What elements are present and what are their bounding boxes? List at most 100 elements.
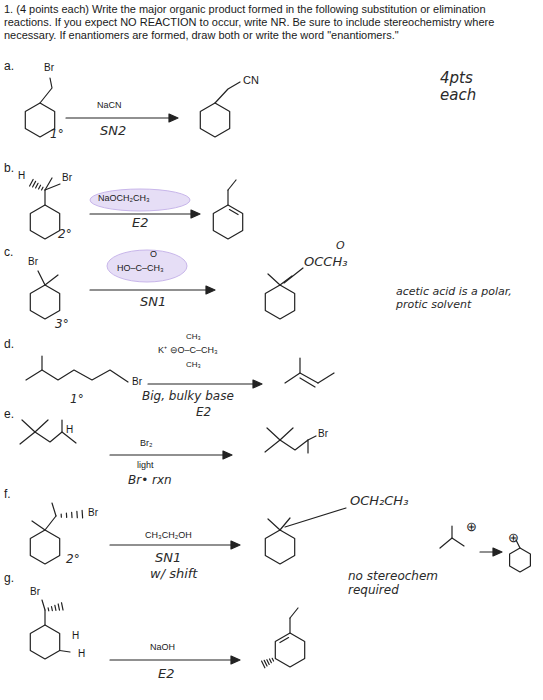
handwritten-note: 2° [58, 228, 72, 242]
ring-outline [265, 285, 294, 319]
question-text: 1. (4 points each) Write the major organ… [4, 3, 494, 41]
handwritten-note: OCH₂CH₃ [350, 494, 408, 509]
ring-outline [510, 548, 531, 572]
part-letter: a. [4, 60, 14, 74]
handwritten-note: E2 [158, 667, 175, 682]
ring-outline [275, 633, 304, 667]
bond-line [265, 440, 280, 452]
bond-line [267, 660, 269, 665]
bond-line [48, 608, 50, 611]
bond-line [62, 603, 64, 610]
handwritten-note: no stereochem required [348, 570, 458, 598]
bond-line [280, 638, 289, 643]
handwritten-note: SN2 [100, 124, 126, 139]
handwritten-note: 4pts each [440, 70, 510, 105]
bond-line [51, 606, 53, 610]
reagent-highlight [90, 189, 190, 282]
bond-line [440, 538, 464, 548]
question-heading: 1. (4 points each) Write the major organ… [4, 3, 536, 43]
bond-line [227, 190, 228, 205]
reagent-label: NaCN [97, 100, 122, 110]
bond-line [280, 440, 308, 453]
handwritten-note: 2° [66, 553, 80, 567]
atom-label: Br [88, 507, 98, 519]
atom-label: Br [132, 376, 142, 388]
reagent-label: light [137, 460, 154, 470]
arrow-head [493, 548, 502, 556]
bond-line [30, 179, 34, 186]
bond-line [52, 503, 56, 516]
atom-label: Br [318, 428, 328, 440]
structure-strokes [20, 78, 530, 668]
bond-line [60, 651, 70, 653]
part-letter: f. [4, 488, 11, 502]
bond-line [45, 184, 60, 190]
atom-label: H [18, 170, 25, 182]
atom-label: Br [62, 172, 72, 184]
bond-line [280, 428, 293, 440]
bond-line [38, 271, 45, 285]
bond-line [300, 378, 315, 387]
bond-line [264, 660, 267, 666]
handwritten-note: OCCH₃ [304, 255, 347, 270]
bond-line [228, 180, 236, 190]
ring-outline [265, 530, 294, 564]
reagent-label: K⁺ ⊖O–C–CH₃ [158, 345, 218, 355]
bond-line [45, 275, 58, 285]
atom-label: Br₂ [140, 438, 153, 448]
bond-line [26, 370, 128, 382]
reagent-label: CH₃CH₂OH [145, 530, 192, 540]
arrow-head [253, 380, 262, 388]
atom-label: CH₃ [186, 360, 201, 369]
bond-line [66, 513, 67, 517]
bond-line [451, 526, 452, 538]
bond-line [289, 618, 290, 633]
atom-label: CH₃ [186, 332, 201, 341]
reaction-arrow [90, 289, 209, 290]
atom-label: H [78, 648, 85, 660]
arrow-head [223, 451, 232, 459]
ring-outline [30, 625, 59, 659]
handwritten-note: O [336, 240, 345, 253]
handwritten-note: 1° [70, 393, 84, 407]
bond-line [284, 268, 303, 283]
bond-line [82, 510, 84, 517]
atom-label: ⊕ [466, 520, 477, 535]
bond-line [42, 187, 43, 190]
bond-line [262, 661, 265, 668]
arrow-head [169, 114, 178, 122]
handwritten-note: Br• rxn [128, 474, 172, 488]
bond-line [285, 358, 300, 383]
atom-label: Br [28, 256, 38, 268]
handwritten-note: 1° [50, 128, 64, 142]
ring-outline [30, 285, 59, 319]
bond-line [42, 600, 45, 610]
reagent-label: NaOH [150, 642, 175, 652]
bond-line [290, 608, 298, 618]
handwritten-note: acetic acid is a polar, protic solvent [396, 286, 539, 311]
bond-line [22, 420, 35, 432]
atom-label: H [72, 630, 79, 642]
bond-line [300, 373, 318, 383]
part-letter: e. [4, 408, 14, 422]
arrow-head [206, 286, 215, 294]
bond-line [268, 274, 280, 285]
part-letter: c. [4, 246, 13, 260]
bond-line [40, 78, 52, 103]
arrow-head [191, 210, 200, 218]
part-letter: b. [4, 162, 14, 176]
bond-line [20, 432, 35, 444]
bond-line [39, 185, 41, 189]
reaction-arrow [148, 383, 256, 384]
bond-line [267, 428, 280, 440]
reaction-arrow [90, 213, 194, 214]
ring-outline [30, 205, 59, 239]
atom-label: ⊕ [508, 531, 519, 546]
bond-line [280, 518, 290, 530]
handwritten-note: Big, bulky base [142, 390, 234, 404]
atom-label: CN [243, 74, 259, 87]
bond-line [270, 659, 272, 663]
reaction-arrow [110, 544, 234, 545]
handwritten-note: E2 [132, 216, 149, 231]
